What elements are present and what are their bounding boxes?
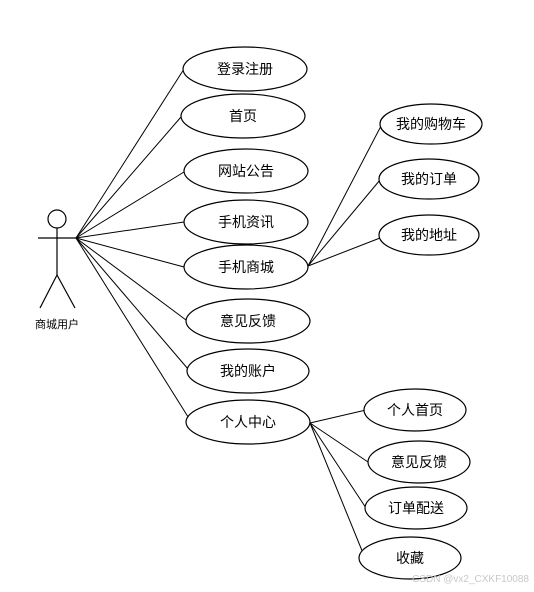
use-case-personal-center[interactable]: 个人中心 xyxy=(185,399,311,445)
edge-personal-center xyxy=(75,237,191,421)
use-case-delivery-label: 订单配送 xyxy=(388,501,444,517)
use-case-news[interactable]: 手机资讯 xyxy=(183,199,309,245)
use-case-news-label: 手机资讯 xyxy=(218,215,274,231)
actor-connectors xyxy=(75,68,191,421)
use-case-cart[interactable]: 我的购物车 xyxy=(379,103,483,145)
use-case-personal-center-label: 个人中心 xyxy=(220,415,276,431)
use-case-notice[interactable]: 网站公告 xyxy=(183,148,309,194)
use-case-delivery[interactable]: 订单配送 xyxy=(364,486,468,530)
use-case-center-feedback-label: 意见反馈 xyxy=(391,454,447,471)
use-case-personal-home[interactable]: 个人首页 xyxy=(363,388,467,432)
edge-orders xyxy=(307,179,381,267)
use-case-home-label: 首页 xyxy=(229,109,257,125)
use-case-notice-label: 网站公告 xyxy=(218,164,274,180)
edge-login xyxy=(75,68,185,239)
edge-feedback xyxy=(75,237,187,321)
edge-delivery xyxy=(309,422,367,509)
use-case-address-label: 我的地址 xyxy=(401,228,457,244)
actor-figure xyxy=(38,209,76,309)
actor-left-leg xyxy=(39,274,58,309)
use-case-mall[interactable]: 手机商城 xyxy=(183,244,309,290)
edge-favorites xyxy=(309,422,366,559)
actor-head xyxy=(47,209,67,229)
edge-address xyxy=(307,237,381,267)
use-case-account[interactable]: 我的账户 xyxy=(186,348,310,394)
mall-connectors xyxy=(307,125,382,267)
use-case-personal-home-label: 个人首页 xyxy=(387,403,443,419)
use-case-address[interactable]: 我的地址 xyxy=(378,214,480,256)
use-case-orders[interactable]: 我的订单 xyxy=(378,158,480,200)
actor-right-leg xyxy=(56,274,76,309)
watermark: CSDN @vx2_CXKF10088 xyxy=(412,574,529,585)
use-case-login-label: 登录注册 xyxy=(217,62,273,78)
use-case-login[interactable]: 登录注册 xyxy=(182,46,308,92)
use-case-feedback[interactable]: 意见反馈 xyxy=(185,298,311,344)
use-case-account-label: 我的账户 xyxy=(220,363,276,380)
use-case-favorites[interactable]: 收藏 xyxy=(358,536,462,580)
center-connectors xyxy=(309,409,369,559)
use-case-center-feedback[interactable]: 意见反馈 xyxy=(367,440,471,484)
use-case-cart-label: 我的购物车 xyxy=(396,116,466,133)
edge-account xyxy=(75,237,189,370)
edge-news xyxy=(75,221,185,239)
use-case-orders-label: 我的订单 xyxy=(401,172,457,188)
use-case-favorites-label: 收藏 xyxy=(396,551,424,567)
edge-center-feedback xyxy=(309,422,369,463)
use-case-feedback-label: 意见反馈 xyxy=(220,313,276,330)
use-case-home[interactable]: 首页 xyxy=(180,93,306,139)
edge-mall xyxy=(75,237,185,268)
edge-notice xyxy=(75,171,185,239)
edge-personal-home xyxy=(309,409,367,424)
edge-cart xyxy=(307,125,382,267)
use-case-mall-label: 手机商城 xyxy=(218,260,274,276)
actor-label: 商城用户 xyxy=(35,317,79,331)
edge-home xyxy=(75,116,182,239)
